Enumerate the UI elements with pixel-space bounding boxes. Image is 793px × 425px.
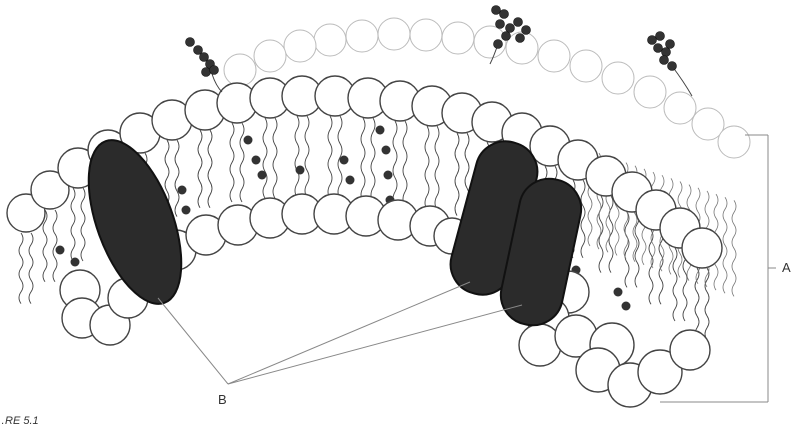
phospholipid-head — [224, 54, 256, 86]
phospholipid-head — [410, 19, 442, 51]
cholesterol-dot — [296, 166, 305, 175]
sugar-residue — [502, 32, 511, 41]
sugar-residue — [648, 36, 657, 45]
phospholipid-head — [538, 40, 570, 72]
cholesterol-dot — [178, 186, 187, 195]
sugar-residue — [660, 56, 669, 65]
figure-caption-fragment: …RE 5.1 — [0, 415, 39, 425]
sugar-residue — [494, 40, 503, 49]
sugar-residue — [668, 62, 677, 71]
phospholipid-head — [602, 62, 634, 94]
phospholipid-head — [670, 330, 710, 370]
phospholipid-head — [442, 22, 474, 54]
cholesterol-dot — [614, 288, 623, 297]
phospholipid-head — [634, 76, 666, 108]
phospholipid-head — [254, 40, 286, 72]
sugar-residue — [186, 38, 195, 47]
cholesterol-dot — [384, 171, 393, 180]
cholesterol-dot — [258, 171, 267, 180]
phospholipid-head — [519, 324, 561, 366]
sugar-residue — [500, 10, 509, 19]
sugar-residue — [656, 32, 665, 41]
sugar-residue — [662, 48, 671, 57]
label-a: A — [782, 260, 791, 275]
cholesterol-dot — [182, 206, 191, 215]
phospholipid-head — [664, 92, 696, 124]
phospholipid-head — [284, 30, 316, 62]
sugar-residue — [522, 26, 531, 35]
sugar-residue — [654, 44, 663, 53]
cholesterol-dot — [340, 156, 349, 165]
cholesterol-dot — [244, 136, 253, 145]
sugar-residue — [492, 6, 501, 15]
phospholipid-head — [570, 50, 602, 82]
sugar-residue — [506, 24, 515, 33]
sugar-residue — [514, 18, 523, 27]
cholesterol-dot — [71, 258, 80, 267]
label-b-leader-lines — [158, 282, 522, 384]
sugar-residue — [666, 40, 675, 49]
sugar-residue — [210, 66, 219, 75]
cholesterol-dot — [56, 246, 65, 255]
sugar-residue — [516, 34, 525, 43]
phospholipid-head — [314, 24, 346, 56]
cholesterol-dot — [622, 302, 631, 311]
phospholipid-head — [346, 20, 378, 52]
sugar-residue — [202, 68, 211, 77]
label-b: B — [218, 392, 227, 407]
phospholipid-head — [378, 18, 410, 50]
phospholipid-head — [682, 228, 722, 268]
sugar-residue — [496, 20, 505, 29]
cholesterol-dot — [346, 176, 355, 185]
cholesterol-dot — [252, 156, 261, 165]
cholesterol-dot — [376, 126, 385, 135]
phospholipid-head — [718, 126, 750, 158]
cholesterol-dot — [382, 146, 391, 155]
